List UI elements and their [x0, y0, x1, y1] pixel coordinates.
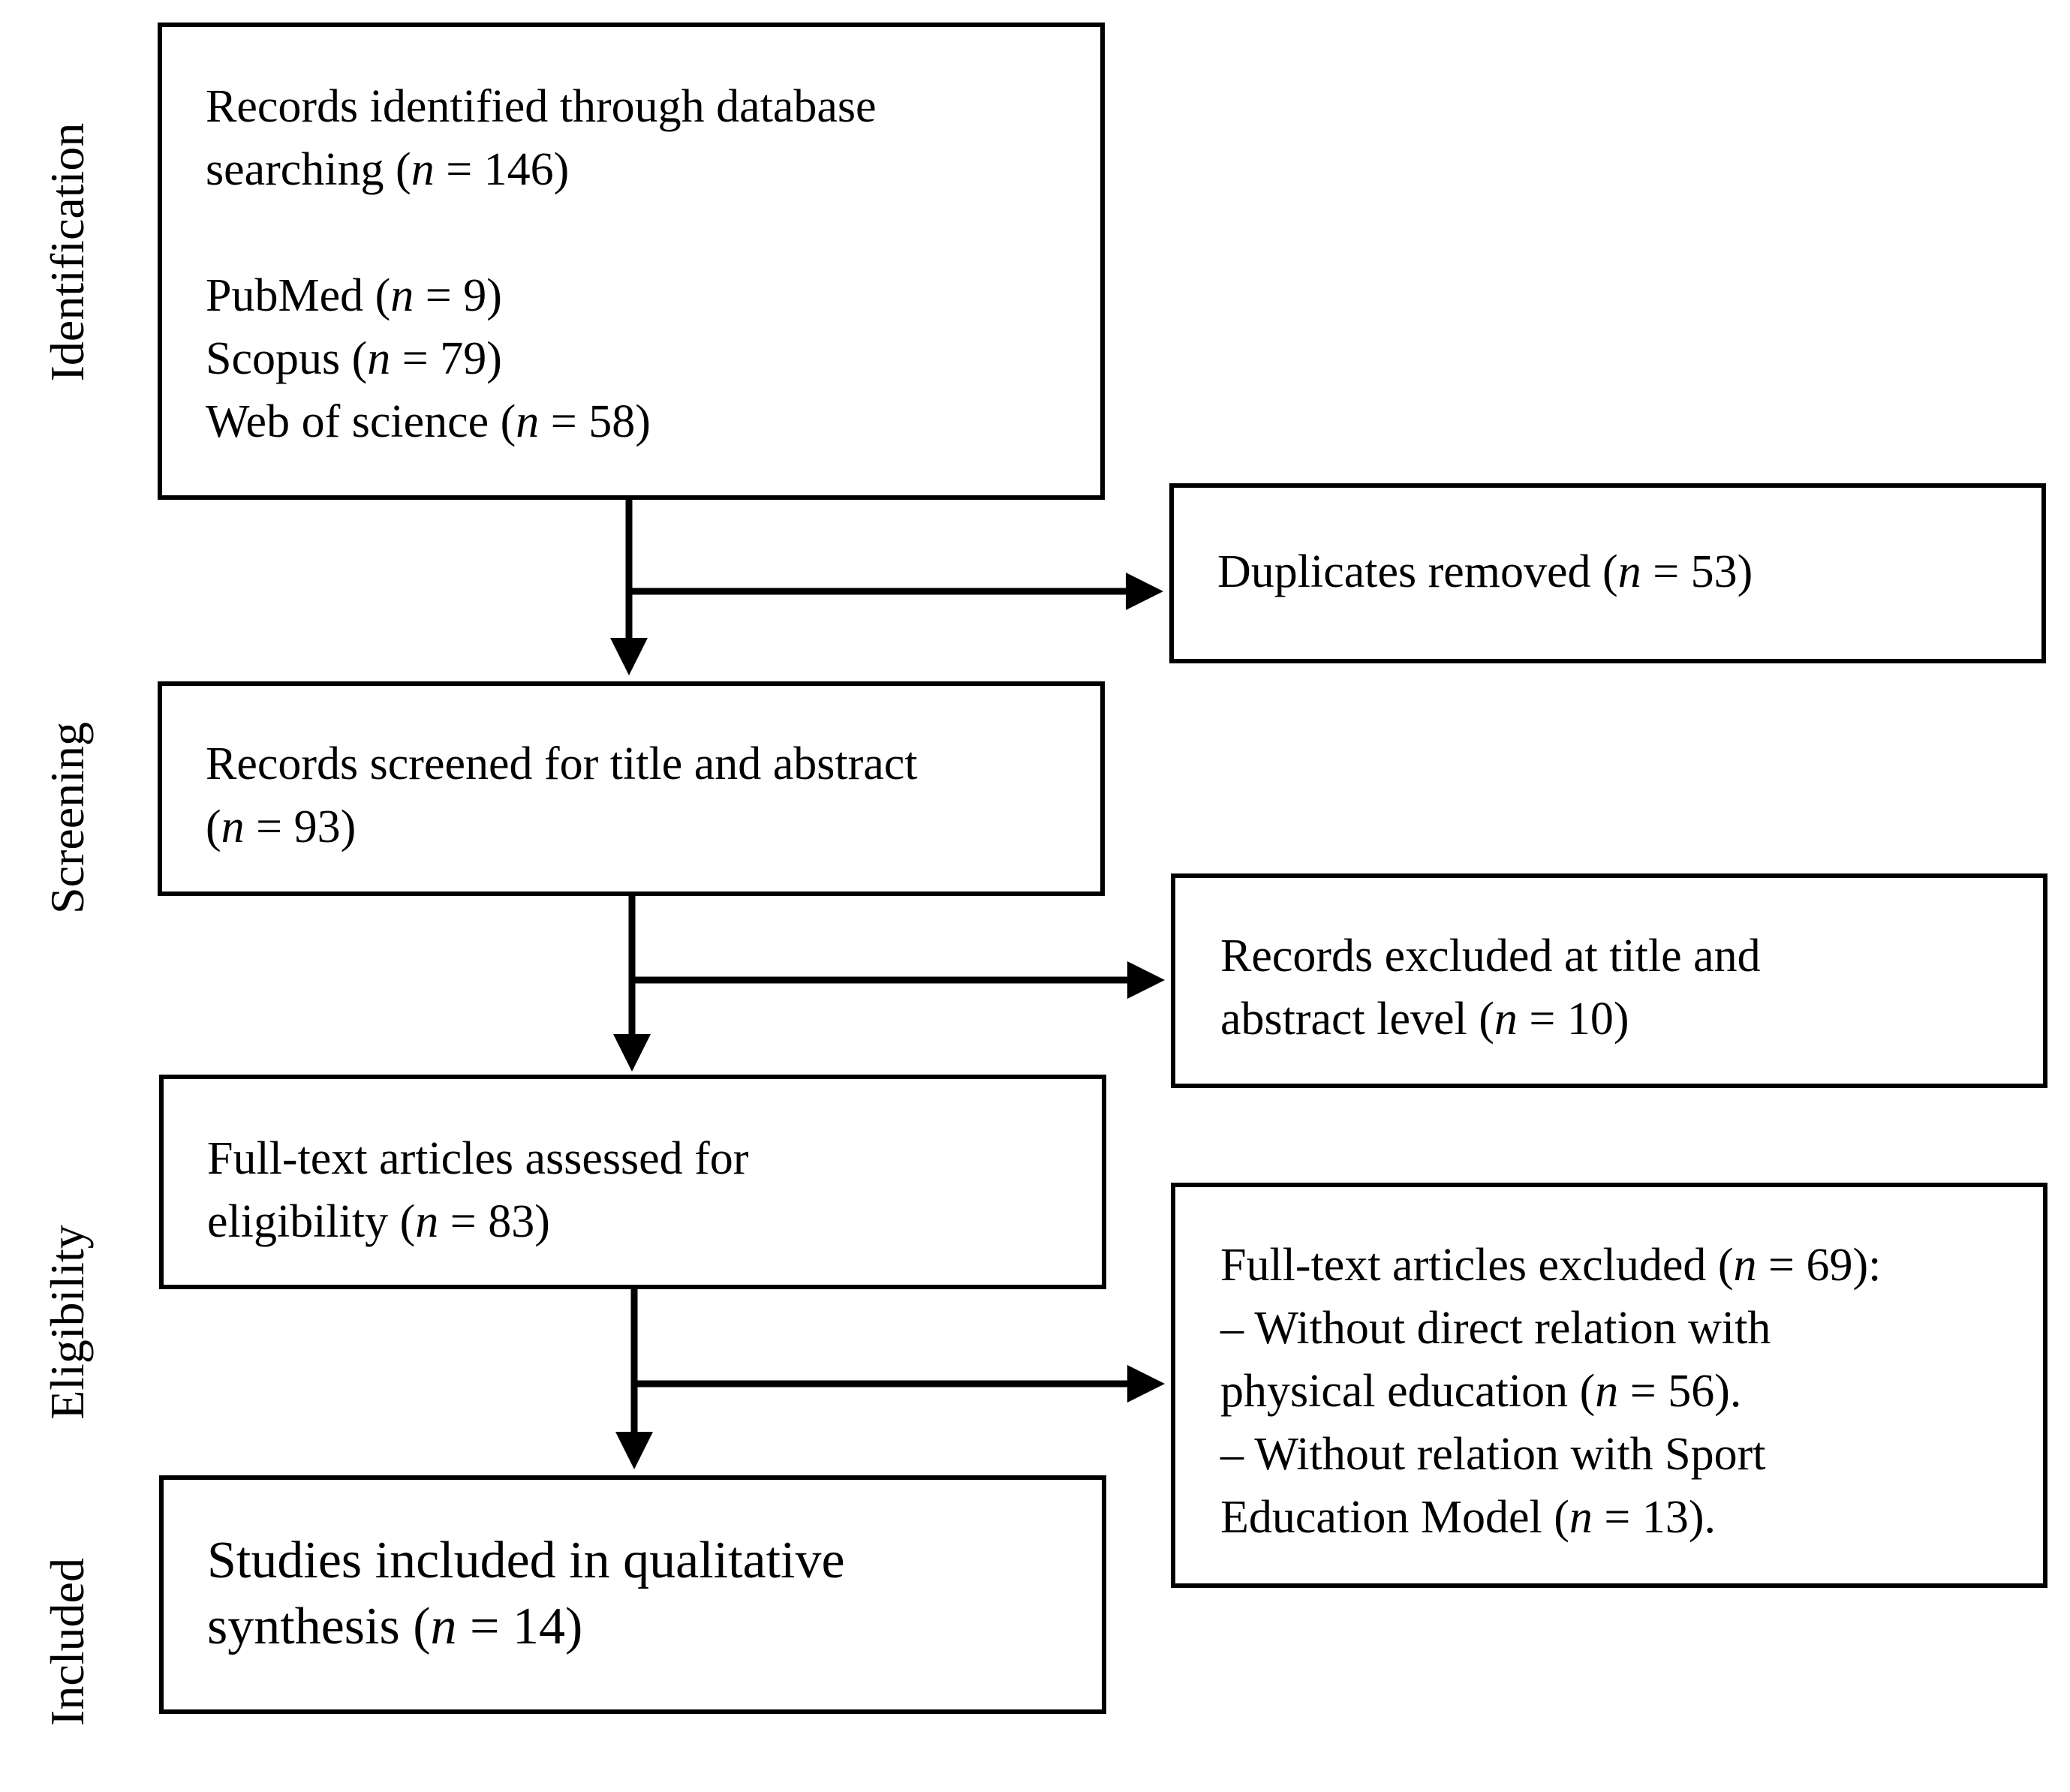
- arrowhead-1-down: [610, 638, 648, 675]
- box-records-identified: [158, 23, 1105, 500]
- fulltext-excluded-line1: Full-text articles excluded (n = 69):: [1220, 1240, 1882, 1291]
- studies-included-line1: Studies included in qualitative: [207, 1532, 845, 1589]
- fulltext-excluded-line2: – Without direct relation with: [1220, 1303, 1771, 1354]
- fulltext-excluded-line5: Education Model (n = 13).: [1220, 1492, 1716, 1543]
- duplicates-removed-text: Duplicates removed (n = 53): [1217, 546, 1753, 597]
- fulltext-assessed-text: Full-text articles assessed for eligibil…: [207, 1127, 748, 1253]
- flow-arrows: [610, 498, 1165, 1469]
- fulltext-assessed-line1: Full-text articles assessed for: [207, 1133, 749, 1184]
- arrowhead-2-down: [613, 1034, 651, 1072]
- records-excluded-title-text: Records excluded at title and abstract l…: [1220, 925, 1761, 1051]
- fulltext-excluded-line3: physical education (n = 56).: [1220, 1366, 1742, 1417]
- arrowhead-3-right: [1127, 1365, 1165, 1403]
- box-studies-included: [159, 1475, 1106, 1714]
- fulltext-assessed-line2: eligibility (n = 83): [207, 1196, 550, 1247]
- studies-included-text: Studies included in qualitative synthesi…: [207, 1528, 845, 1660]
- box-records-screened: [158, 681, 1105, 896]
- records-excluded-line1: Records excluded at title and: [1220, 931, 1761, 982]
- records-screened-line1: Records screened for title and abstract: [206, 738, 918, 789]
- source-pubmed: PubMed (n = 9): [206, 270, 502, 321]
- records-excluded-line2: abstract level (n = 10): [1220, 994, 1629, 1045]
- fulltext-excluded-text: Full-text articles excluded (n = 69): – …: [1220, 1234, 1881, 1549]
- source-scopus: Scopus (n = 79): [206, 333, 502, 384]
- records-screened-line2: (n = 93): [206, 801, 357, 852]
- fulltext-excluded-line4: – Without relation with Sport: [1220, 1429, 1766, 1480]
- arrowhead-2-right: [1127, 961, 1165, 999]
- studies-included-line2: synthesis (n = 14): [207, 1598, 583, 1655]
- arrowhead-1-right: [1126, 573, 1163, 610]
- records-identified-line2: searching (n = 146): [206, 144, 570, 195]
- arrowhead-3-down: [615, 1432, 653, 1469]
- source-web-of-science: Web of science (n = 58): [206, 396, 651, 447]
- records-identified-line1: Records identified through database: [206, 81, 877, 132]
- box-duplicates-removed: [1169, 483, 2046, 663]
- box-fulltext-excluded: [1171, 1183, 2047, 1588]
- records-screened-text: Records screened for title and abstract …: [206, 732, 918, 858]
- records-identified-text: Records identified through database sear…: [206, 75, 877, 453]
- box-fulltext-assessed: [159, 1075, 1106, 1289]
- box-records-excluded-title: [1171, 873, 2047, 1088]
